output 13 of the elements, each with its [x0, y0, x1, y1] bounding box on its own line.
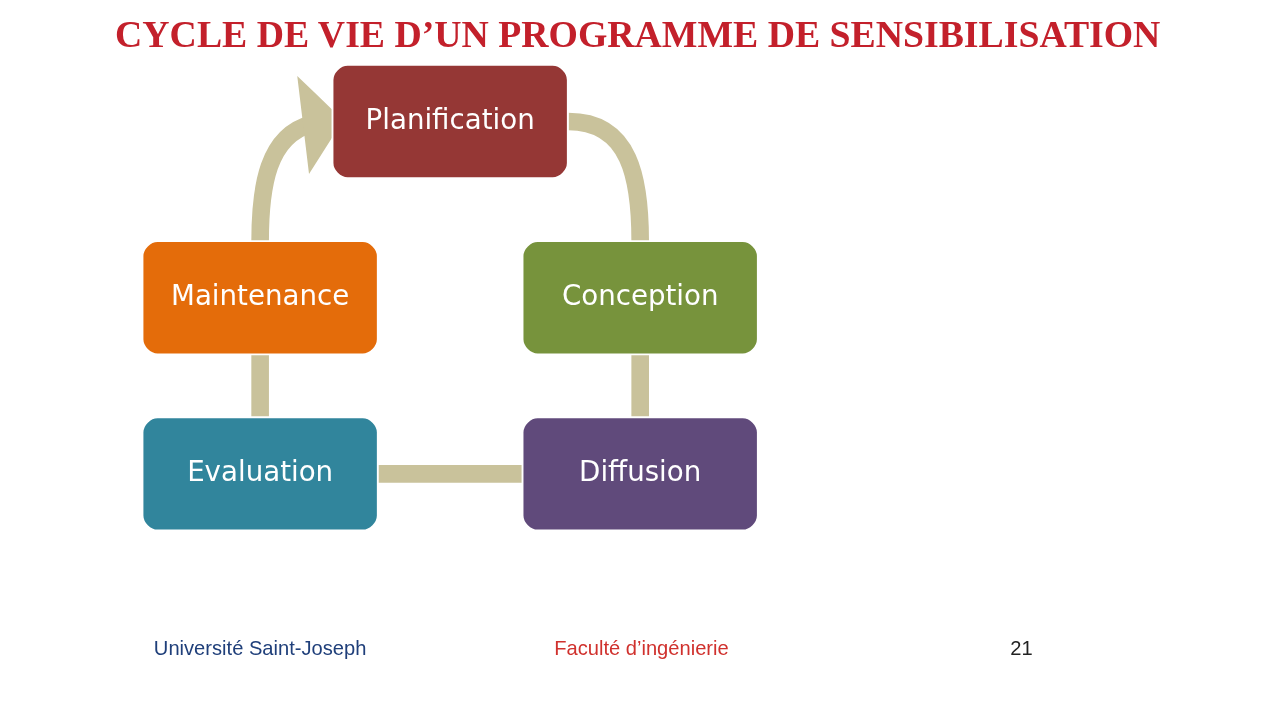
- connector: [377, 465, 522, 483]
- label: Faculté d’ingénierie: [553, 636, 729, 659]
- diagram-title: CYCLE DE VIE D’UN PROGRAMME DE SENSIBILISATION: [114, 13, 1160, 56]
- connector: [630, 354, 649, 418]
- node-box: Maintenance: [141, 240, 379, 356]
- connector: [567, 112, 649, 242]
- label: 21: [1009, 636, 1033, 659]
- connector: [250, 354, 269, 418]
- node-box: Planification: [331, 63, 569, 180]
- label: Université Saint-Joseph: [153, 636, 366, 659]
- node-box: Evaluation: [141, 416, 379, 532]
- node-box: Diffusion: [521, 416, 759, 532]
- node-box: Conception: [521, 240, 759, 356]
